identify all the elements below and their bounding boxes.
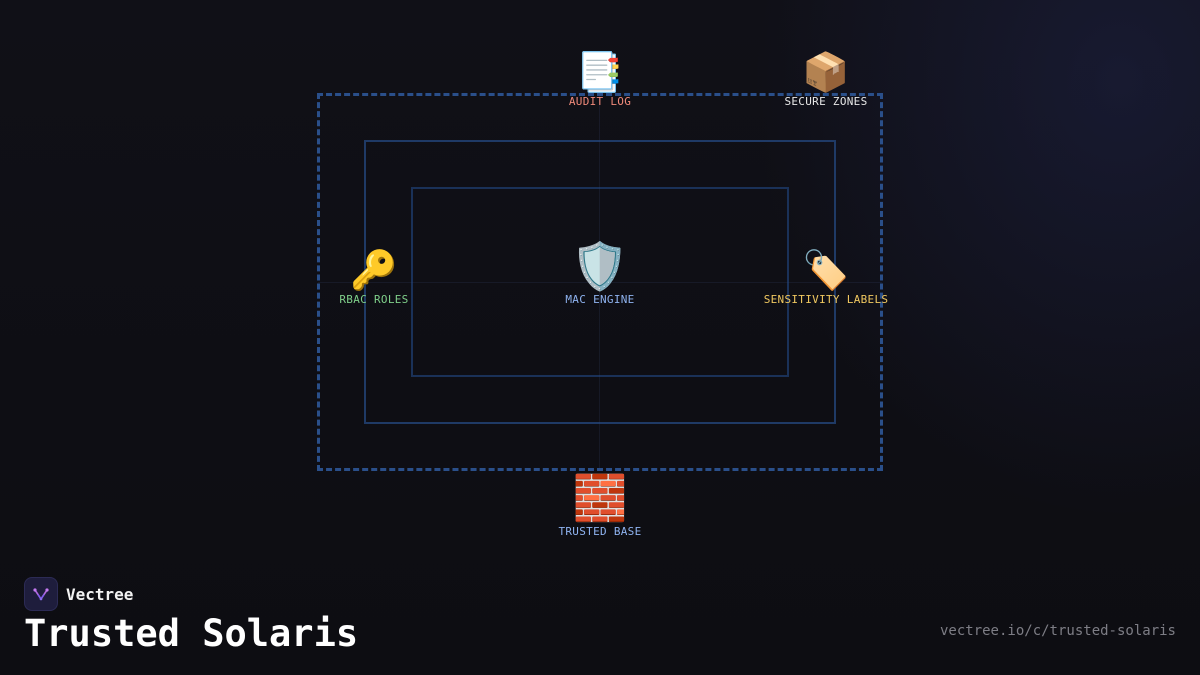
shield-icon: 🛡️ [571, 239, 629, 293]
node-mac-engine: 🛡️ MAC ENGINE [565, 240, 634, 306]
node-secure-zones: 📦 SECURE ZONES [784, 50, 867, 108]
node-label: SENSITIVITY LABELS [763, 293, 889, 306]
horizontal-guide-line [318, 282, 882, 283]
middle-boundary [364, 140, 836, 424]
brand: Vectree [24, 577, 133, 611]
source-url[interactable]: vectree.io/c/trusted-solaris [939, 623, 1176, 639]
node-rbac-roles: 🔑 RBAC ROLES [339, 248, 408, 306]
page-title: Trusted Solaris [24, 612, 359, 655]
node-label: MAC ENGINE [565, 293, 635, 306]
node-label: TRUSTED BASE [558, 525, 642, 538]
brand-name: Vectree [66, 584, 134, 604]
node-sensitivity-labels: 🏷️ SENSITIVITY LABELS [764, 248, 889, 306]
node-label: SECURE ZONES [784, 95, 868, 108]
document-tabs-icon: 📑 [576, 50, 624, 94]
node-label: AUDIT LOG [568, 95, 632, 108]
outer-dashed-boundary [317, 93, 883, 471]
label-tag-icon: 🏷️ [802, 248, 850, 292]
node-audit-log: 📑 AUDIT LOG [569, 50, 631, 108]
vectree-logo-icon [24, 577, 58, 611]
vertical-guide-line [599, 94, 600, 470]
node-label: RBAC ROLES [339, 293, 409, 306]
node-trusted-base: 🧱 TRUSTED BASE [558, 473, 642, 539]
inner-boundary [411, 187, 789, 377]
brick-wall-icon: 🧱 [572, 473, 628, 524]
package-icon: 📦 [802, 50, 850, 94]
key-icon: 🔑 [350, 248, 398, 292]
